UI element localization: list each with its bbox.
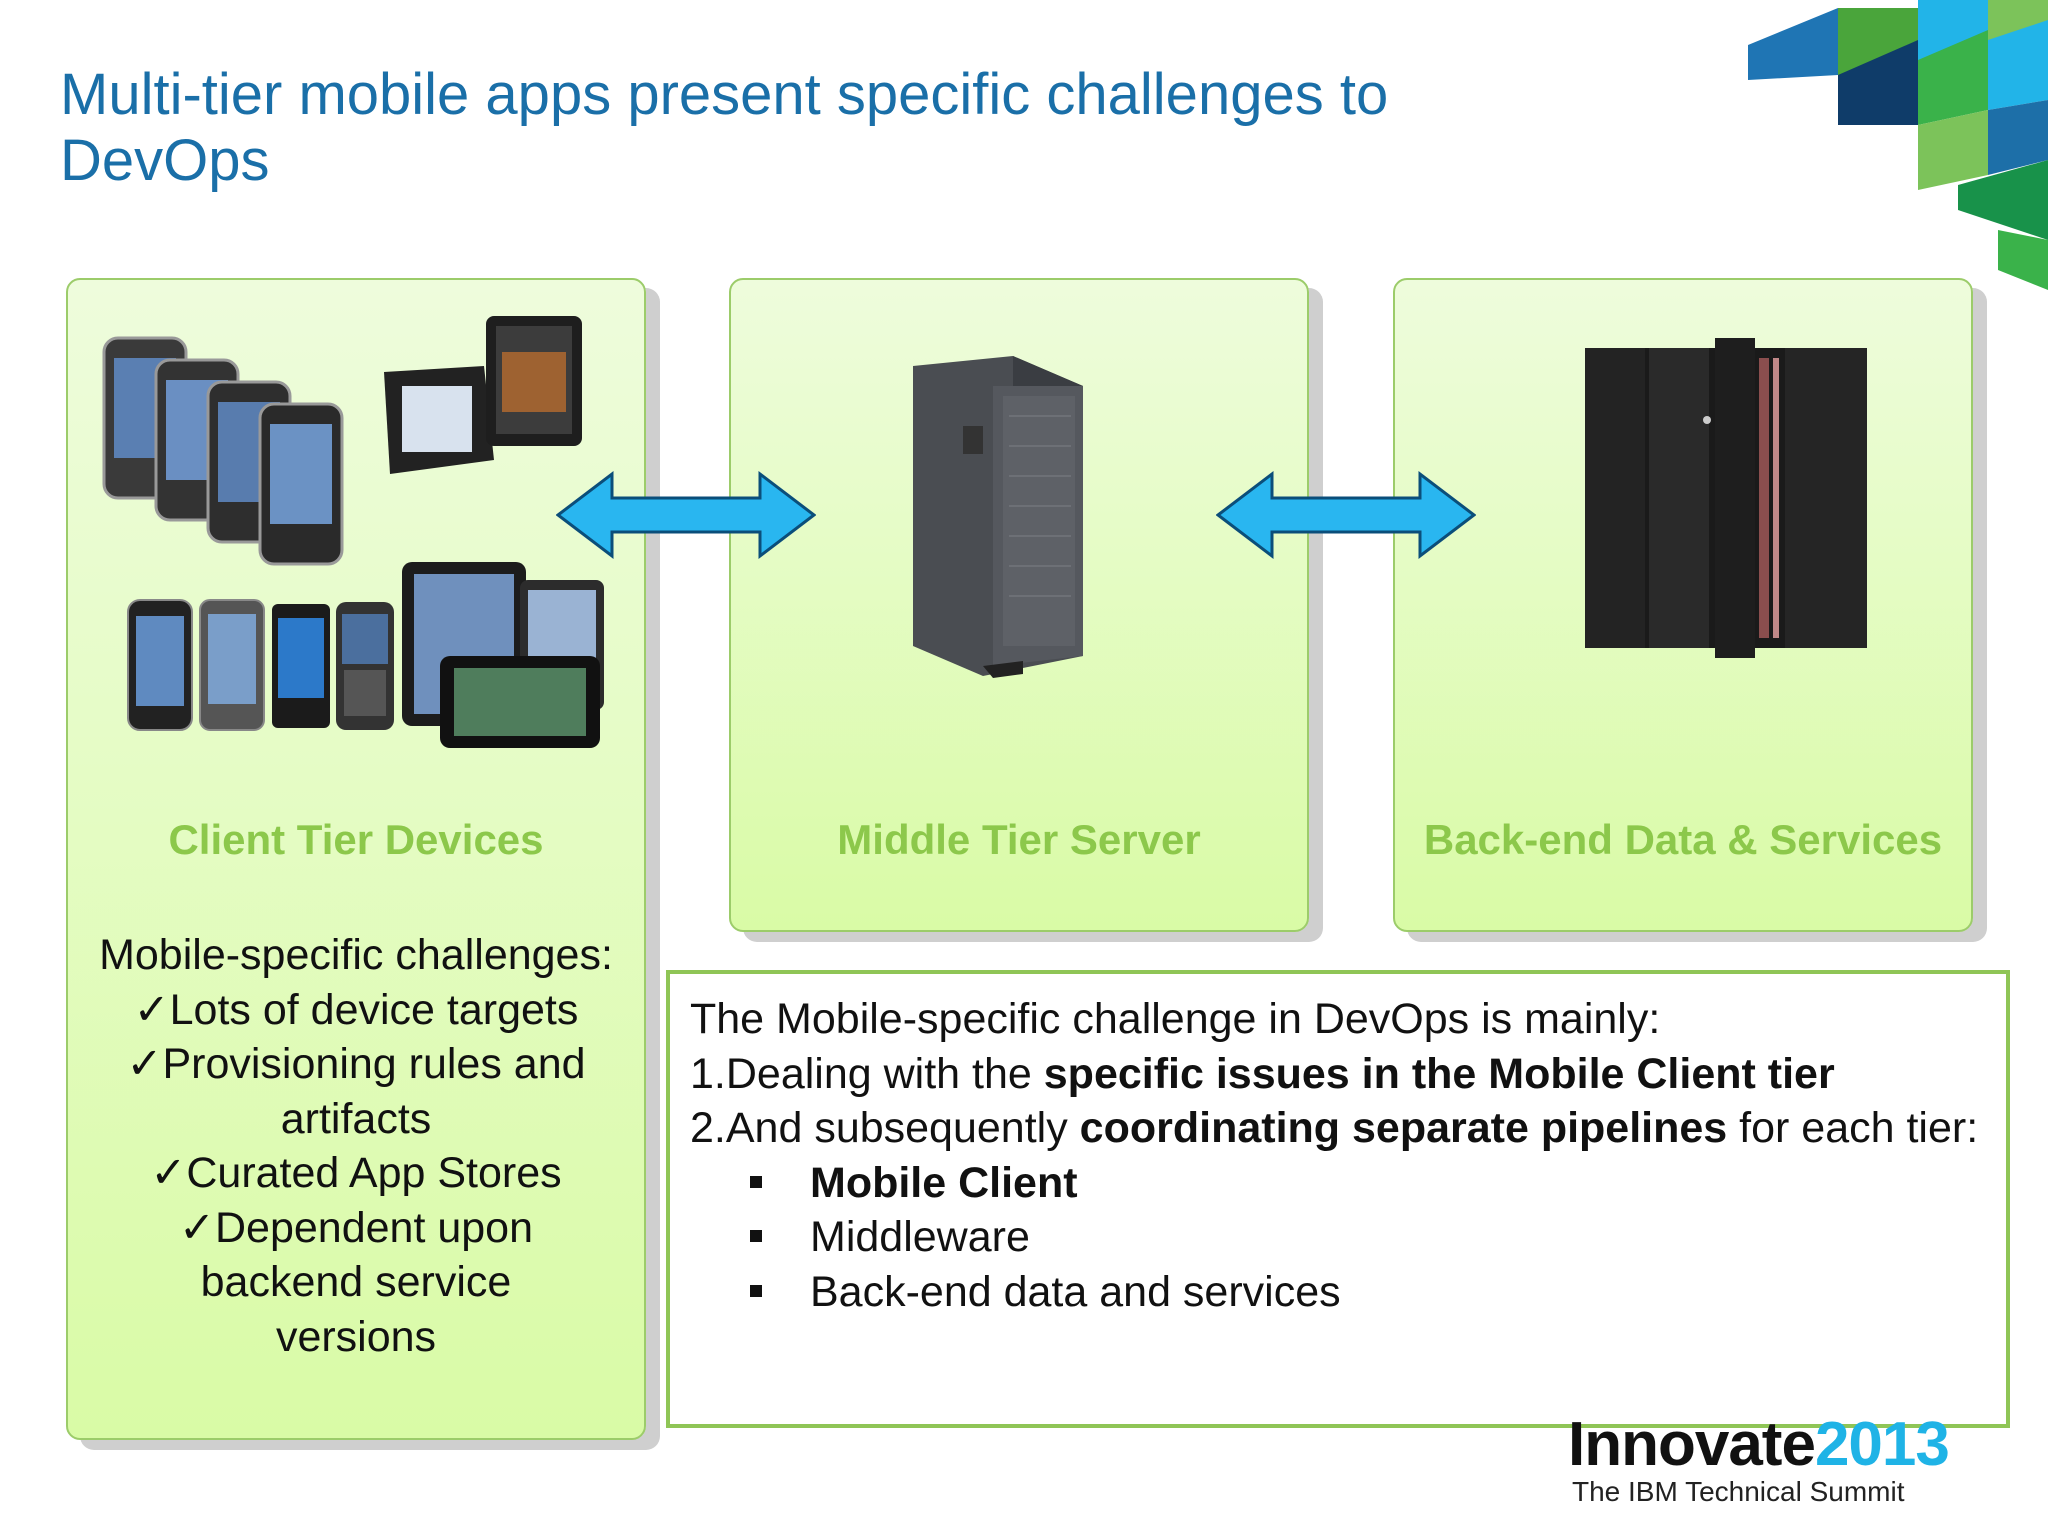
logo-wordmark: Innovate2013 (1568, 1414, 1950, 1476)
bullet-icon (750, 1230, 762, 1242)
innovate-logo: Innovate2013 The IBM Technical Summit (1568, 1414, 1968, 1534)
logo-word: Innovate (1568, 1410, 1816, 1479)
list-item: Back-end data and services (750, 1265, 2006, 1320)
slide-title: Multi-tier mobile apps present specific … (60, 62, 1389, 193)
challenge-item: ✓Dependent upon backend service versions (178, 1203, 534, 1361)
summary-item-1-text: 1.Dealing with the (690, 1049, 1044, 1098)
summary-item-2-suffix: for each tier: (1727, 1104, 1979, 1152)
tier-bullet-list: Mobile Client Middleware Back-end data a… (690, 1156, 2006, 1320)
challenge-item: ✓Curated App Stores (150, 1149, 562, 1197)
challenge-item: ✓Provisioning rules and artifacts (126, 1040, 586, 1143)
bullet-icon (750, 1175, 762, 1188)
double-arrow-icon (1216, 470, 1476, 560)
summary-item-2-bold: coordinating separate pipelines (1079, 1104, 1728, 1152)
summary-intro: The Mobile-specific challenge in DevOps … (690, 995, 1661, 1043)
backend-tier-label: Back-end Data & Services (1423, 816, 1943, 863)
list-item: Mobile Client (750, 1156, 2006, 1211)
logo-subtitle: The IBM Technical Summit (1572, 1476, 1905, 1507)
corner-decoration-graphic (1748, 0, 2048, 290)
logo-year: 2013 (1814, 1410, 1950, 1479)
bullet-icon (750, 1284, 762, 1297)
mobile-devices-image (102, 316, 604, 748)
summary-item-2-text: 2.And subsequently (690, 1104, 1080, 1152)
client-challenges: Mobile-specific challenges: ✓Lots of dev… (68, 928, 644, 1364)
middle-tier-label: Middle Tier Server (837, 816, 1201, 863)
middle-tier-panel: Middle Tier Server (729, 278, 1309, 932)
backend-tier-panel: Back-end Data & Services (1393, 278, 1973, 932)
challenge-item: ✓Lots of device targets (133, 985, 579, 1034)
mainframe-image (1585, 338, 1867, 658)
bullet-text: Back-end data and services (810, 1267, 1341, 1316)
summary-item-1: 1.Dealing with the specific issues in th… (690, 1047, 2006, 1102)
client-tier-panel: Client Tier Devices Mobile-specific chal… (66, 278, 646, 1440)
summary-textbox: The Mobile-specific challenge in DevOps … (666, 970, 2010, 1428)
list-item: Middleware (750, 1210, 2006, 1265)
bullet-text: Middleware (810, 1213, 1030, 1261)
client-challenges-heading: Mobile-specific challenges: (99, 931, 613, 979)
client-tier-label: Client Tier Devices (168, 816, 544, 863)
summary-item-1-bold: specific issues in the Mobile Client tie… (1043, 1049, 1835, 1098)
double-arrow-icon (556, 470, 816, 560)
summary-item-2: 2.And subsequently coordinating separate… (690, 1101, 2006, 1156)
tower-server-image (913, 356, 1083, 678)
bullet-text: Mobile Client (810, 1158, 1078, 1207)
